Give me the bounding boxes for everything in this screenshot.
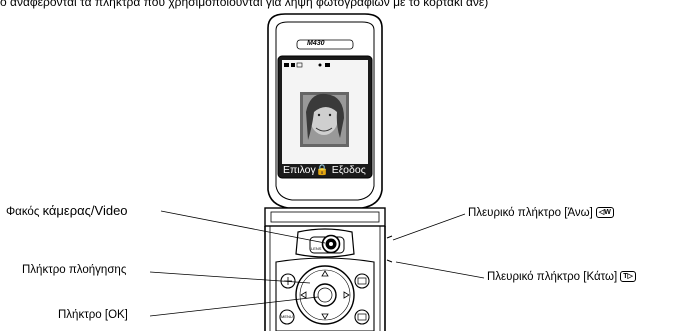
label-side-down: Πλευρικό πλήκτρο [Κάτω]T▷ — [487, 271, 636, 284]
menu-text: MENU — [281, 314, 293, 319]
brand-label: M430 — [307, 40, 325, 47]
side-up-key-icon: ◁W — [596, 207, 614, 218]
lens-text: LENS — [311, 246, 321, 251]
label-camera-lens: Φακός κάμερας/Video — [6, 204, 128, 219]
label-ok-key: Πλήκτρο [OK] — [58, 309, 128, 322]
label-nav-key: Πλήκτρο πλοήγησης — [22, 264, 126, 277]
label-side-up: Πλευρικό πλήκτρο [Άνω]◁W — [468, 207, 614, 220]
side-down-key-icon: T▷ — [620, 271, 636, 282]
softkey-labels: Επιλογ🔒 Εξοδος — [283, 163, 366, 176]
